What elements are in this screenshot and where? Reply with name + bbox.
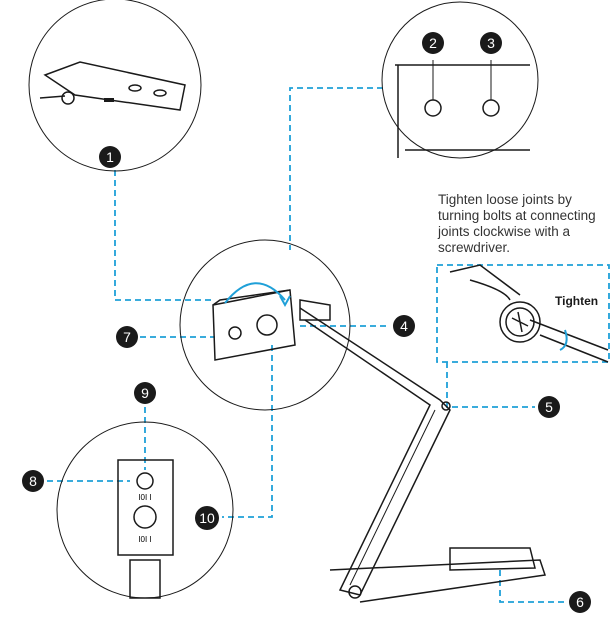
callout-8: 8 (22, 470, 44, 492)
svg-text:I0I I: I0I I (138, 535, 151, 544)
svg-text:5: 5 (545, 399, 553, 415)
instruction-line: turning bolts at connecting (438, 208, 596, 223)
svg-text:6: 6 (576, 594, 584, 610)
tighten-inset: Tighten (449, 264, 609, 363)
instruction-line: joints clockwise with a (438, 224, 571, 239)
callout-1: 1 (99, 146, 121, 168)
detail-circle-buttons (381, 1, 539, 159)
svg-text:7: 7 (123, 329, 131, 345)
svg-text:10: 10 (199, 510, 215, 526)
svg-text:2: 2 (429, 35, 437, 51)
callout-6: 6 (569, 591, 591, 613)
callout-9: 9 (134, 382, 156, 404)
svg-text:I0I I: I0I I (138, 493, 151, 502)
callout-10: 10 (195, 506, 219, 530)
callout-2: 2 (422, 32, 444, 54)
instruction-line: screwdriver. (438, 240, 511, 255)
detail-circle-front: I0I I I0I I (56, 421, 234, 599)
callout-4: 4 (393, 315, 415, 337)
callout-3: 3 (480, 32, 502, 54)
tighten-instructions: Tighten loose joints by turning bolts at… (438, 192, 613, 256)
callout-5: 5 (538, 396, 560, 418)
instruction-line: Tighten loose joints by (438, 192, 572, 207)
leader-lines (47, 87, 610, 603)
svg-text:8: 8 (29, 473, 37, 489)
detail-circle-hinge (28, 0, 202, 172)
callout-7: 7 (116, 326, 138, 348)
svg-text:3: 3 (487, 35, 495, 51)
detail-circle-camera-head (179, 239, 351, 411)
svg-text:4: 4 (400, 318, 408, 334)
svg-text:1: 1 (106, 149, 114, 165)
stand-arm (299, 307, 546, 603)
svg-text:9: 9 (141, 385, 149, 401)
tighten-label: Tighten (555, 294, 598, 308)
